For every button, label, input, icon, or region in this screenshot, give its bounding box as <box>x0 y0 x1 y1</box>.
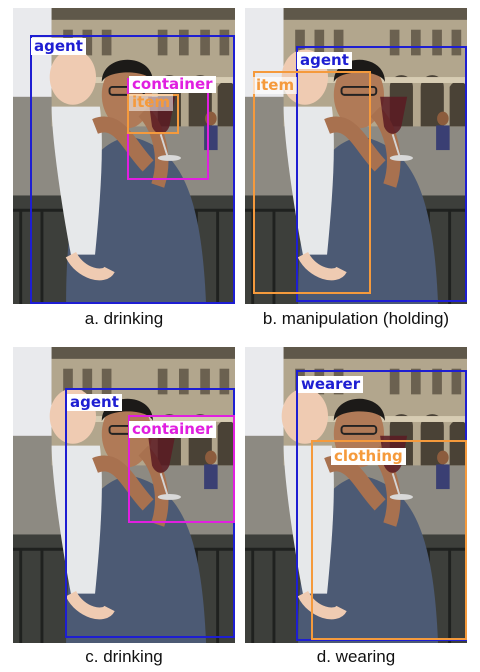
agent-box <box>296 46 467 302</box>
panel-c-photo: agent container <box>13 347 235 643</box>
container-label: container <box>129 76 216 93</box>
item-label: item <box>253 77 298 94</box>
caption-d: d. wearing <box>316 647 396 666</box>
panel-d-photo: wearer clothing <box>245 347 467 643</box>
agent-label: agent <box>297 52 352 69</box>
agent-box <box>30 35 235 304</box>
caption-c: c. drinking <box>85 647 163 666</box>
item-box <box>253 71 371 294</box>
clothing-box <box>311 440 467 640</box>
agent-label: agent <box>67 394 122 411</box>
caption-b: b. manipulation (holding) <box>262 309 450 328</box>
container-box <box>128 415 235 523</box>
item-label: item <box>129 94 174 111</box>
agent-label: agent <box>31 38 86 55</box>
panel-b-photo: agent item <box>245 8 467 304</box>
wearer-label: wearer <box>298 376 364 393</box>
container-label: container <box>129 421 216 438</box>
caption-a: a. drinking <box>84 309 164 328</box>
panel-a-photo: agent container item <box>13 8 235 304</box>
clothing-label: clothing <box>331 448 406 465</box>
